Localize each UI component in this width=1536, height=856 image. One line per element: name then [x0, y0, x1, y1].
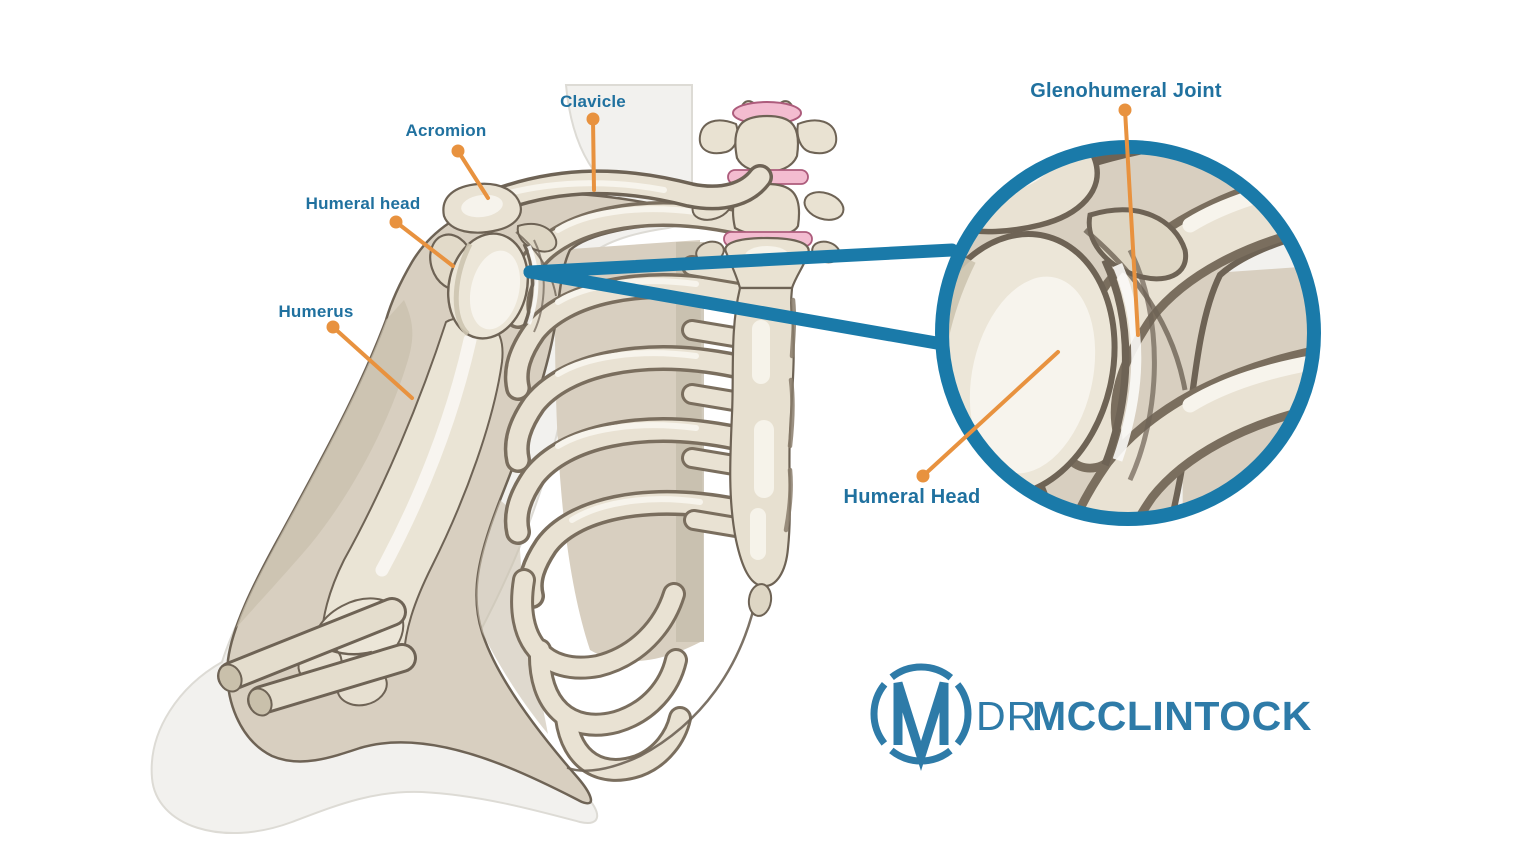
label-clavicle: Clavicle — [560, 92, 626, 111]
label-humeral-head-inset: Humeral Head — [843, 486, 981, 508]
leader-dot — [916, 469, 930, 483]
leader-dot — [586, 112, 600, 126]
magnifier-wedge — [523, 243, 959, 352]
leader-dot — [389, 215, 403, 229]
logo-m-icon — [893, 681, 949, 771]
logo-name: MCCLINTOCK — [1032, 693, 1312, 739]
leader-clavicle — [586, 112, 600, 192]
magnifier-content — [942, 147, 1314, 519]
label-acromion: Acromion — [405, 121, 487, 140]
leader-dot — [1118, 103, 1132, 117]
dr-mcclintock-logo: DR MCCLINTOCK — [870, 663, 1312, 771]
label-humerus: Humerus — [278, 302, 354, 321]
leader-dot — [451, 144, 465, 158]
logo-prefix: DR — [976, 693, 1037, 739]
leader-humeral-head — [389, 215, 455, 268]
leader-acromion — [451, 144, 490, 200]
label-humeral-head: Humeral head — [305, 194, 421, 213]
logo-circle-icon — [870, 663, 972, 765]
leader-lines — [326, 103, 1140, 483]
leader-glenohumeral-joint — [1118, 103, 1140, 337]
leader-humerus — [326, 320, 414, 400]
leader-humeral-head-inset — [916, 350, 1060, 483]
label-glenohumeral-joint: Glenohumeral Joint — [1030, 80, 1222, 102]
main-skeleton-view — [152, 85, 847, 833]
leader-dot — [326, 320, 340, 334]
